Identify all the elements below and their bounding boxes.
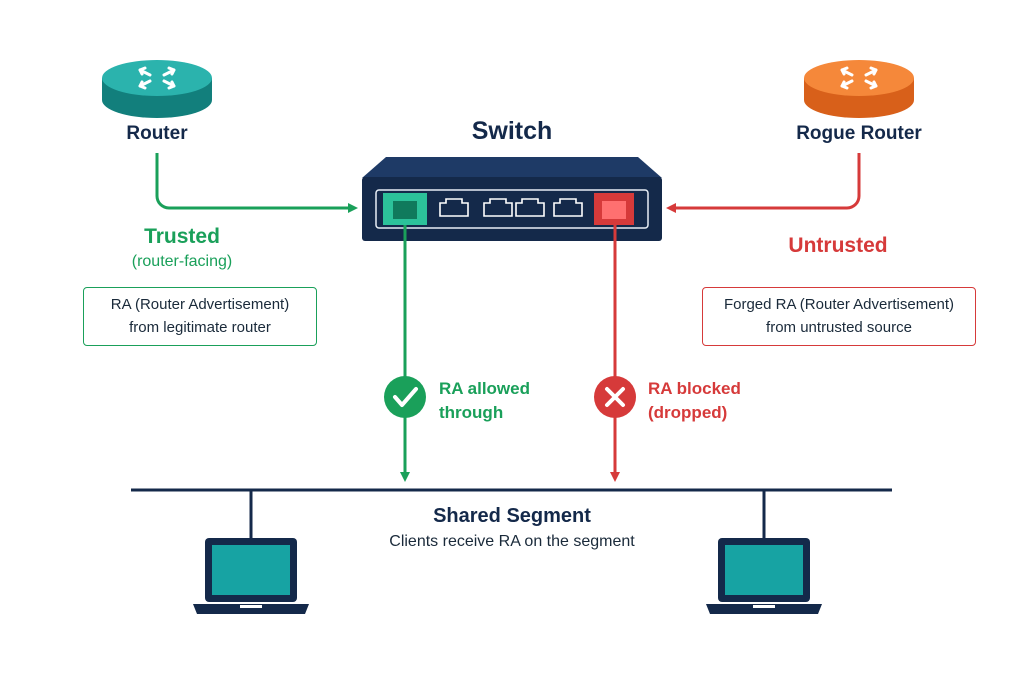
rogue-router-label: Rogue Router [796, 123, 922, 144]
x-icon [594, 376, 636, 418]
allowed-line2: through [439, 402, 504, 422]
forged-ra-box: Forged RA (Router Advertisement) from un… [702, 287, 976, 346]
switch-port [515, 198, 545, 217]
router-icon [102, 60, 212, 118]
segment-title: Shared Segment [433, 505, 591, 527]
trusted-link-arrow [155, 153, 358, 213]
switch-port [553, 198, 583, 217]
check-icon [384, 376, 426, 418]
laptop-icon [193, 538, 309, 614]
laptop-icon [706, 538, 822, 614]
untrusted-title: Untrusted [788, 234, 888, 257]
switch-label: Switch [471, 117, 553, 145]
trusted-subtitle: (router-facing) [131, 253, 233, 270]
blocked-label: RA blocked (dropped) [648, 377, 741, 425]
blocked-line1: RA blocked [648, 379, 741, 398]
switch-icon [362, 157, 662, 241]
untrusted-link-arrow [666, 153, 861, 213]
legit-ra-line1: RA (Router Advertisement) [110, 296, 290, 313]
trusted-title: Trusted [144, 225, 220, 248]
legit-ra-line2: from legitimate router [129, 318, 271, 336]
switch-port [439, 198, 469, 217]
blocked-line2: (dropped) [648, 402, 728, 422]
allowed-label: RA allowed through [439, 377, 530, 425]
legit-ra-box: RA (Router Advertisement) from legitimat… [83, 287, 317, 346]
allowed-line1: RA allowed [439, 379, 530, 398]
rogue-router-icon [804, 60, 914, 118]
segment-subtitle: Clients receive RA on the segment [389, 533, 635, 550]
router-label: Router [126, 123, 188, 144]
forged-ra-line1: Forged RA (Router Advertisement) [723, 296, 955, 313]
switch-port [483, 198, 513, 217]
forged-ra-line2: from untrusted source [766, 318, 912, 336]
